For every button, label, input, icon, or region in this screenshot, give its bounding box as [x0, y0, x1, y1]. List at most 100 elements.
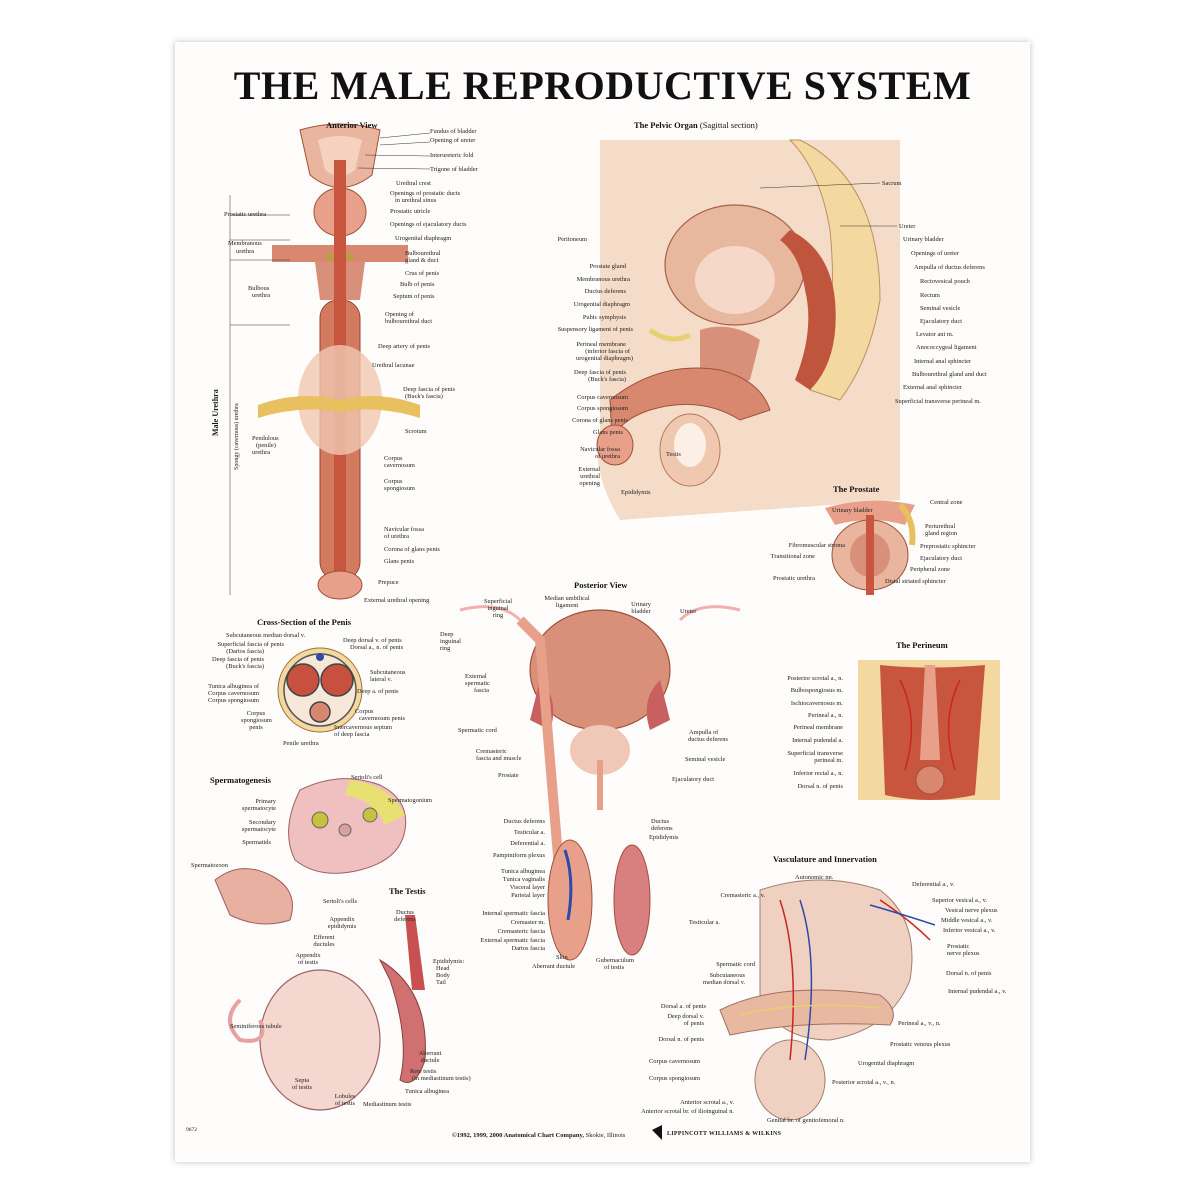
- label: Ductus: [395, 909, 415, 916]
- label: of testis: [334, 1100, 356, 1107]
- label: Deep fascia of penis: [574, 369, 626, 376]
- page-title: THE MALE REPRODUCTIVE SYSTEM: [233, 63, 972, 108]
- label: Bulbourethral: [405, 250, 441, 257]
- label: Suspensory ligament of penis: [557, 326, 633, 333]
- label: Testicular a.: [513, 829, 545, 836]
- label: Autonomic nn.: [795, 874, 834, 881]
- label: Septum of penis: [393, 293, 435, 300]
- label: Sertoli's cell: [351, 774, 383, 781]
- label: Central zone: [930, 499, 963, 506]
- label: ligament: [555, 602, 579, 609]
- perineum-illustration: [858, 660, 1000, 800]
- label: Corpus: [384, 455, 403, 462]
- label: Spermatic cord: [716, 961, 755, 968]
- perineum-title: The Perineum: [896, 640, 948, 650]
- label: Internal pudendal a.: [792, 737, 843, 744]
- cross-section-title: Cross-Section of the Penis: [257, 617, 352, 627]
- label: Bulbous: [248, 285, 270, 292]
- label: (Buck's fascia): [405, 393, 443, 400]
- label: Dartos fascia: [511, 945, 545, 952]
- label: Glans penis: [384, 558, 414, 565]
- label: fascia: [474, 687, 489, 694]
- label: Aberrant ductule: [532, 963, 576, 970]
- label: Spermatids: [242, 839, 271, 846]
- publisher-logo-mark: [652, 1125, 662, 1140]
- label: Intercavernous septum: [334, 724, 393, 731]
- label: urogenital diaphragm): [576, 355, 633, 362]
- label: Deep dorsal v. of penis: [343, 637, 402, 644]
- label: in urethral sinus: [395, 197, 437, 204]
- label: Urethral lacunae: [372, 362, 415, 369]
- testis-illustration: [228, 915, 426, 1111]
- label: Body: [436, 972, 450, 979]
- label: Anterior scrotal a., v.: [680, 1099, 734, 1106]
- label: spongiosum: [384, 485, 415, 492]
- label: Posterior scrotal a., n.: [787, 675, 843, 682]
- label: Urinary: [631, 601, 651, 608]
- label: Deep fascia of penis: [212, 656, 264, 663]
- label: ductule: [420, 1057, 440, 1064]
- label: Subcutaneous median dorsal v.: [226, 632, 306, 639]
- label: of testis: [297, 959, 319, 966]
- label: Pendulous: [252, 435, 279, 442]
- label: Urethral crest: [396, 180, 431, 187]
- catalog-number: 9672: [186, 1127, 197, 1133]
- label: External urethral opening: [364, 597, 430, 604]
- testis-title: The Testis: [389, 886, 426, 896]
- label: Ureter: [680, 608, 697, 615]
- label: spermatocyte: [241, 805, 276, 812]
- label: Appendix: [329, 916, 355, 923]
- pelvic-organ-subtitle: (Sagittal section): [699, 120, 758, 130]
- label: Septa: [294, 1077, 310, 1084]
- label: Peritoneum: [557, 236, 587, 243]
- label: Crus of penis: [405, 270, 440, 277]
- label: Dorsal n. of penis: [797, 783, 843, 790]
- label: deferens: [651, 825, 673, 832]
- pelvic-organ-title: The Pelvic Organ (Sagittal section): [634, 120, 758, 130]
- label: Preprostatic sphincter: [920, 543, 976, 550]
- label: (Dartos fascia): [226, 648, 264, 655]
- label: Ductus deferens: [503, 818, 545, 825]
- label: (in mediastinum testis): [412, 1075, 471, 1082]
- label: inguinal: [440, 638, 461, 645]
- label: Transitional zone: [770, 553, 815, 560]
- label: Inferior vesical a., v.: [943, 927, 996, 934]
- label: Prostatic urethra: [224, 211, 267, 218]
- label: Anterior scrotal br. of ilioinguinal n.: [641, 1108, 734, 1115]
- label: Vesical nerve plexus: [945, 907, 998, 914]
- label: Rectum: [920, 292, 940, 299]
- label: Membranous: [228, 240, 262, 247]
- label: Deep fascia of penis: [403, 386, 455, 393]
- label: Perineal membrane: [576, 341, 626, 348]
- label: Rete testis: [410, 1068, 437, 1075]
- label: Mediastinum testis: [363, 1101, 412, 1108]
- label: Dorsal a., n. of penis: [350, 644, 404, 651]
- label: Peripheral zone: [910, 566, 950, 573]
- label: bladder: [631, 608, 651, 615]
- label: Fibromuscular stroma: [788, 542, 845, 549]
- label: ring: [492, 612, 504, 619]
- label: Urogenital diaphragm: [858, 1060, 915, 1067]
- label: urethra: [252, 292, 271, 299]
- label: Ductus deferens: [584, 288, 626, 295]
- label: Rectovesical pouch: [920, 278, 970, 285]
- label: Spermatozoon: [191, 862, 228, 869]
- label: Membranous urethra: [576, 276, 630, 283]
- label: inguinal: [487, 605, 509, 612]
- label: Prostatic venous plexus: [890, 1041, 951, 1048]
- label: epididymis: [327, 923, 357, 930]
- label: opening: [579, 480, 600, 487]
- label: Subcutaneous: [709, 972, 746, 979]
- label: Pampiniform plexus: [492, 852, 545, 859]
- label: Secondary: [249, 819, 276, 826]
- label: Posterior scrotal a., v., n.: [832, 1079, 896, 1086]
- label: Corpus: [246, 710, 266, 717]
- leader-lines: [229, 132, 897, 595]
- label: Corona of glans penis: [384, 546, 440, 553]
- label: fascia and muscle: [476, 755, 522, 762]
- label: Corpus spongiosum: [649, 1075, 700, 1082]
- copyright-text: ©1992, 1999, 2000 Anatomical Chart Compa…: [452, 1132, 584, 1139]
- label: of urethra: [384, 533, 410, 540]
- label: Deferential a.: [510, 840, 545, 847]
- label: spermatic: [465, 680, 490, 687]
